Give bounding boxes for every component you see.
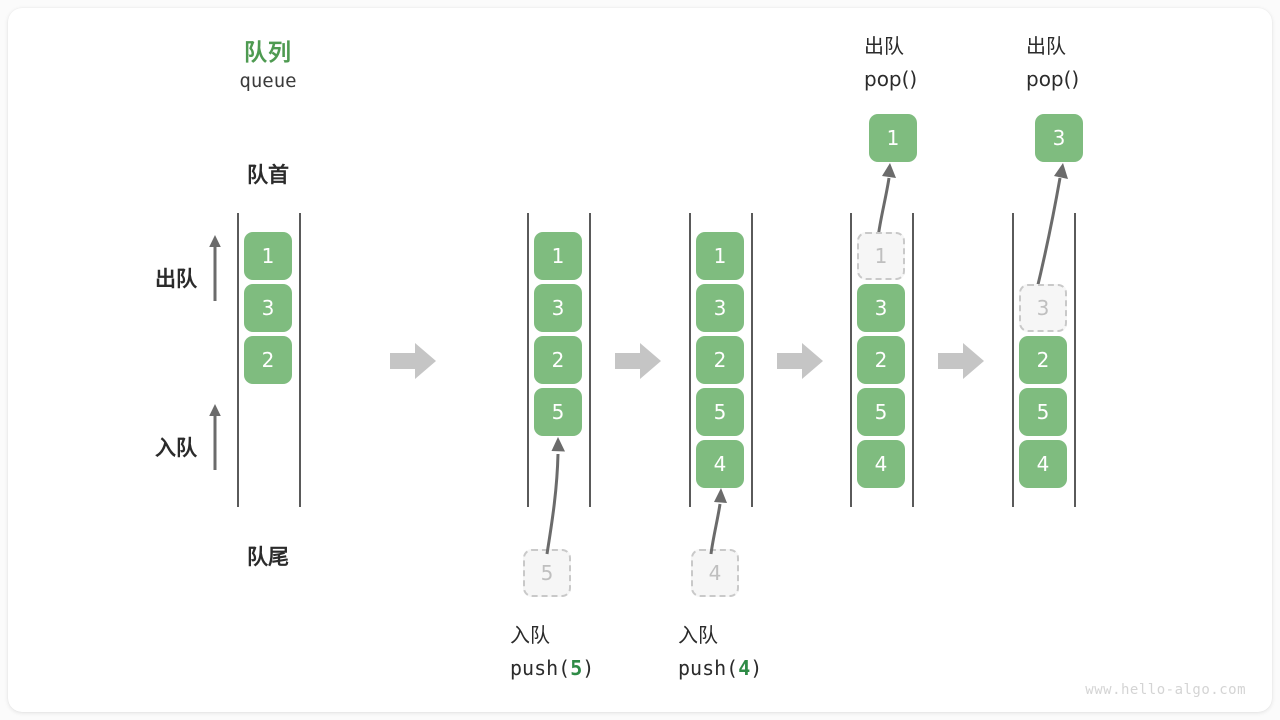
push-code-suffix: ) [750, 656, 763, 680]
step-transition-arrow-icon [938, 343, 984, 379]
step-transition-arrow-icon [390, 343, 436, 379]
dequeue-side-label: 出队 [155, 267, 197, 291]
push-code-suffix: ) [582, 656, 595, 680]
diagram-title-cn: 队列 [244, 40, 292, 66]
push-caption-code: push(5) [510, 653, 594, 683]
push-arrow-icon [709, 488, 727, 555]
queue-cell: 3 [857, 284, 905, 332]
queue-cell: 3 [534, 284, 582, 332]
queue-cell: 2 [244, 336, 292, 384]
queue-rail-right [912, 213, 914, 507]
queue-rail-right [299, 213, 301, 507]
push-arrow-icon [545, 437, 565, 555]
queue-rail-right [589, 213, 591, 507]
push-code-prefix: push( [678, 656, 739, 680]
queue-cell: 4 [857, 440, 905, 488]
queue-cell: 4 [1019, 440, 1067, 488]
queue-cell: 3 [244, 284, 292, 332]
queue-cell: 1 [244, 232, 292, 280]
queue-cell: 5 [857, 388, 905, 436]
step-transition-arrow-icon [615, 343, 661, 379]
queue-rail-left [689, 213, 691, 507]
queue-cell-popped: 1 [857, 232, 905, 280]
queue-cell: 2 [857, 336, 905, 384]
enqueue-direction-arrow-icon [209, 404, 221, 470]
push-code-arg: 4 [738, 656, 751, 680]
popped-element: 3 [1035, 114, 1083, 162]
queue-rail-right [1074, 213, 1076, 507]
queue-rail-left [237, 213, 239, 507]
popped-element: 1 [869, 114, 917, 162]
diagram-title-en: queue [239, 70, 297, 92]
queue-cell: 5 [1019, 388, 1067, 436]
queue-rail-left [1012, 213, 1014, 507]
queue-front-label: 队首 [247, 163, 289, 187]
pop-arrow-icon [1034, 163, 1068, 294]
queue-rail-left [527, 213, 529, 507]
queue-cell-incoming: 4 [696, 440, 744, 488]
push-code-arg: 5 [570, 656, 583, 680]
watermark: www.hello-algo.com [1085, 682, 1246, 698]
pending-push-element: 4 [691, 549, 739, 597]
step-transition-arrow-icon [777, 343, 823, 379]
pop-caption-code: pop() [864, 67, 918, 91]
queue-rail-right [751, 213, 753, 507]
pop-caption-cn: 出队 [864, 34, 904, 58]
queue-cell: 5 [696, 388, 744, 436]
pop-caption-code: pop() [1026, 67, 1080, 91]
queue-rear-label: 队尾 [247, 545, 289, 569]
push-caption-cn: 入队 [510, 623, 550, 647]
push-caption-cn: 入队 [678, 623, 718, 647]
pop-caption-cn: 出队 [1026, 34, 1066, 58]
push-code-prefix: push( [510, 656, 571, 680]
dequeue-direction-arrow-icon [209, 235, 221, 301]
queue-rail-left [850, 213, 852, 507]
queue-cell: 2 [534, 336, 582, 384]
queue-cell-popped: 3 [1019, 284, 1067, 332]
queue-cell-incoming: 5 [534, 388, 582, 436]
queue-cell: 2 [1019, 336, 1067, 384]
enqueue-side-label: 入队 [155, 436, 197, 460]
queue-cell: 2 [696, 336, 744, 384]
queue-cell: 1 [696, 232, 744, 280]
queue-cell: 1 [534, 232, 582, 280]
push-caption-code: push(4) [678, 653, 762, 683]
queue-cell: 3 [696, 284, 744, 332]
